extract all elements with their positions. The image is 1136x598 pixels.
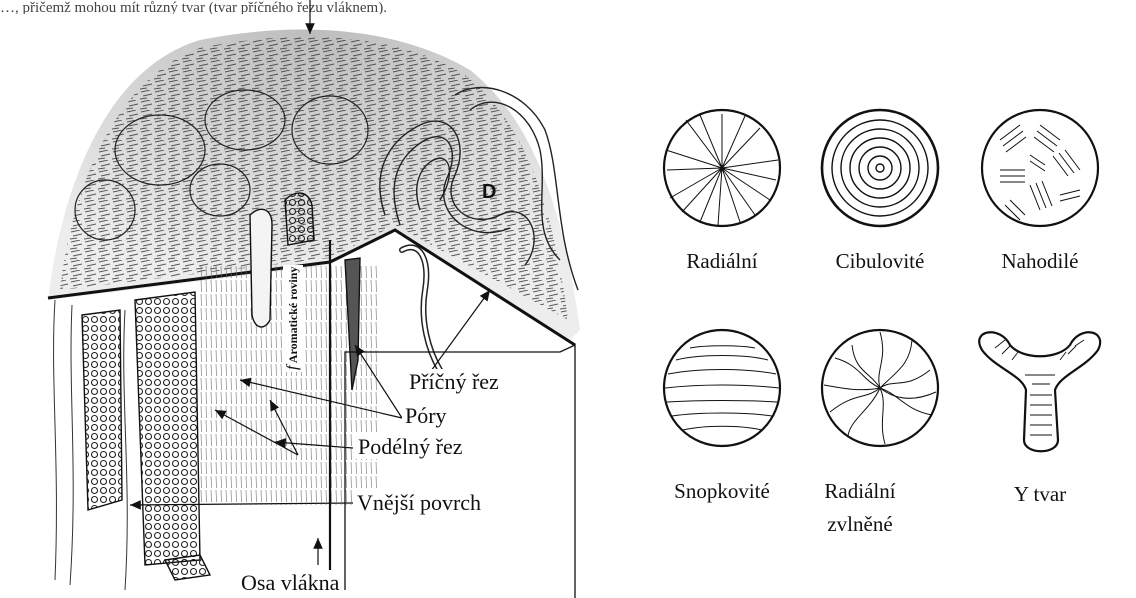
- region-d-letter: D: [482, 181, 496, 203]
- pore-column-1: [82, 310, 122, 510]
- shape-radialni-icon: [664, 110, 780, 226]
- caption-radialni-zvlnene: Radiální zvlněné: [795, 475, 925, 540]
- longitudinal-section-label: Podélný řez: [355, 434, 465, 459]
- pore-column-4: [285, 193, 314, 245]
- shape-nahodile-icon: [982, 110, 1098, 226]
- caption-radialni: Radiální: [637, 245, 807, 278]
- fiber-structure: D: [48, 0, 580, 598]
- aromatic-planes-text: Aromatické roviny: [286, 267, 300, 364]
- cross-section-shapes: [664, 110, 1100, 451]
- caption-y-tvar: Y tvar: [955, 478, 1125, 511]
- cross-section-label: Příčný řez: [406, 369, 502, 394]
- aromatic-symbol: f: [284, 366, 301, 370]
- pores-label: Póry: [402, 403, 450, 428]
- aromatic-planes-label: f Aromatické roviny: [283, 265, 303, 372]
- pore-column-3: [165, 555, 210, 580]
- caption-nahodile: Nahodilé: [955, 245, 1125, 278]
- shape-cibulovite-icon: [822, 110, 938, 226]
- outer-surface-label: Vnější povrch: [354, 490, 484, 515]
- pore-column-2: [135, 292, 200, 565]
- shape-radialni-zvlnene-icon: [822, 330, 938, 446]
- caption-snopkovite: Snopkovité: [637, 475, 807, 508]
- shape-y-tvar-icon: [979, 332, 1100, 451]
- caption-cibulovite: Cibulovité: [795, 245, 965, 278]
- shape-snopkovite-icon: [664, 330, 780, 446]
- pore-column-5: [250, 209, 272, 327]
- fiber-axis-label: Osa vlákna: [238, 570, 342, 595]
